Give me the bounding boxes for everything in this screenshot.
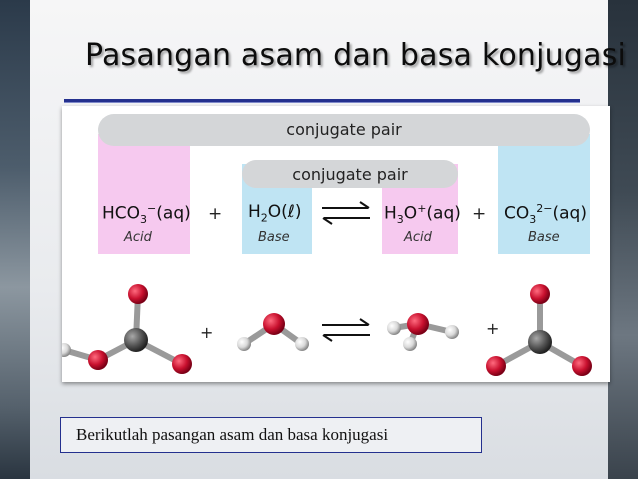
plus-sign-model-1: + <box>200 323 213 342</box>
role-label-acid-1: Acid <box>124 230 152 245</box>
equilibrium-arrow-icon <box>322 201 370 225</box>
molecular-models: + + <box>62 284 592 376</box>
base-highlight-right <box>498 134 590 254</box>
background-left-strip <box>0 0 30 479</box>
role-label-acid-2: Acid <box>404 230 432 245</box>
formula-hydronium: H3O+(aq) <box>384 202 461 227</box>
water-model <box>237 313 309 351</box>
background-right-strip <box>608 0 638 479</box>
plus-sign-1: + <box>208 204 223 224</box>
formula-water: H2O(ℓ) <box>248 202 302 225</box>
formula-carbonate: CO32−(aq) <box>504 202 587 227</box>
bicarbonate-model <box>62 284 192 374</box>
carbonate-model <box>486 284 592 376</box>
equilibrium-arrow-model-icon <box>322 318 370 342</box>
slide-caption-box: Berikutlah pasangan asam dan basa konjug… <box>60 417 482 453</box>
title-underline <box>64 99 580 102</box>
hydronium-model <box>387 313 459 351</box>
formula-bicarbonate: HCO3−(aq) <box>102 202 191 227</box>
role-label-base-2: Base <box>528 230 560 245</box>
outer-conjugate-pair-bar <box>98 114 590 146</box>
outer-conjugate-pair-label: conjugate pair <box>286 120 402 139</box>
plus-sign-2: + <box>472 204 487 224</box>
acid-highlight-left <box>98 134 190 254</box>
role-label-base-1: Base <box>258 230 290 245</box>
inner-conjugate-pair-label: conjugate pair <box>292 165 408 184</box>
slide-title: Pasangan asam dan basa konjugasi <box>85 38 627 73</box>
plus-sign-model-2: + <box>486 319 499 338</box>
inner-conjugate-pair-bar <box>242 160 458 188</box>
